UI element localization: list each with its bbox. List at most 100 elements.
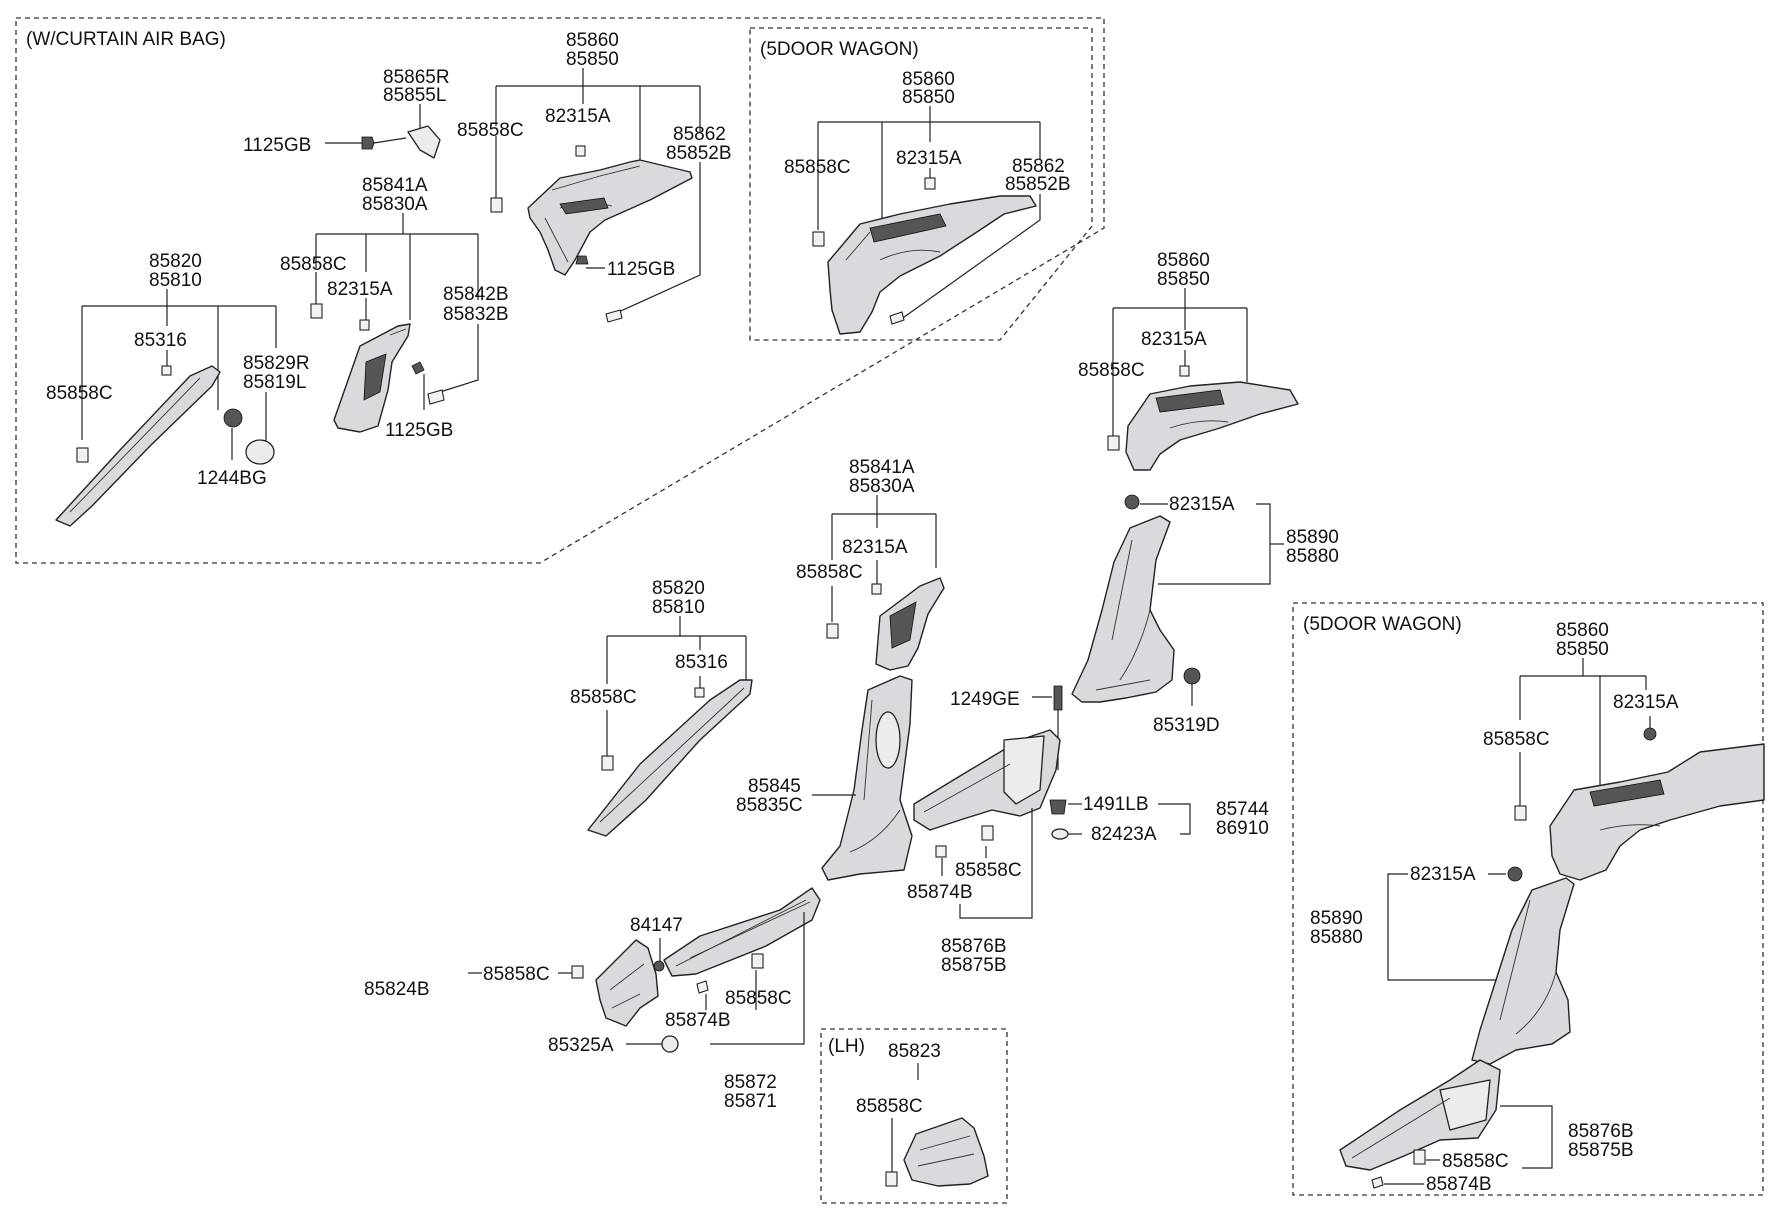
clip-m-85858C-e (571, 965, 584, 979)
label-ca-85819L: 85819L (243, 372, 306, 393)
leader-m-85820 (606, 616, 747, 684)
label-m-86910: 86910 (1216, 818, 1269, 839)
label-ca-85865R: 85865R (383, 67, 450, 88)
label-ca-85830A: 85830A (362, 194, 428, 215)
clip-lh-85858C (885, 1171, 898, 1187)
wagon-top-title: (5DOOR WAGON) (760, 39, 919, 60)
label-wt-85860: 85860 (902, 69, 955, 90)
label-lh-85858C: 85858C (856, 1096, 923, 1117)
label-ca-1244BG: 1244BG (197, 468, 267, 489)
label-m-85841A: 85841A (849, 457, 915, 478)
part-ca-85829R-cap (245, 439, 275, 465)
label-wr-85850: 85850 (1556, 639, 1609, 660)
leader-ca-85820 (81, 289, 277, 440)
label-m-85874B-b: 85874B (665, 1010, 731, 1031)
label-m-85824B: 85824B (364, 979, 430, 1000)
label-wr-82315A-b: 82315A (1410, 864, 1476, 885)
label-wr-85890: 85890 (1310, 908, 1363, 929)
label-wt-82315A: 82315A (896, 148, 962, 169)
curtain-airbag-frame (15, 17, 1105, 564)
label-m-85810: 85810 (652, 597, 705, 618)
clip-m-82315A-c (871, 583, 882, 595)
label-m-82315A-c: 82315A (842, 537, 908, 558)
label-m-85820: 85820 (652, 578, 705, 599)
label-wr-85876B: 85876B (1568, 1121, 1634, 1142)
label-wr-85858C-b: 85858C (1442, 1151, 1509, 1172)
clip-ca-85316 (161, 365, 172, 376)
label-m-85858C-b: 85858C (796, 562, 863, 583)
part-wr-c-pillar (1471, 877, 1575, 1065)
label-ca-85862: 85862 (673, 124, 726, 145)
clip-m-85858C-d (981, 825, 994, 841)
lh-title: (LH) (828, 1036, 865, 1057)
label-m-82315A-b: 82315A (1169, 494, 1235, 515)
label-ca-85860: 85860 (566, 30, 619, 51)
label-m-85744: 85744 (1216, 799, 1269, 820)
part-wt-rear-trim (827, 195, 1037, 335)
label-m-85880: 85880 (1286, 546, 1339, 567)
part-ca-b-pillar (333, 323, 411, 433)
label-ca-85820: 85820 (149, 251, 202, 272)
label-wr-85874B: 85874B (1426, 1174, 1492, 1195)
label-wt-85850: 85850 (902, 87, 955, 108)
part-m-rear-upper-trim (1125, 381, 1299, 471)
label-m-1249GE: 1249GE (950, 689, 1020, 710)
label-ca-85810: 85810 (149, 270, 202, 291)
label-ca-85858C-b: 85858C (280, 254, 347, 275)
label-m-85871: 85871 (724, 1091, 777, 1112)
label-wr-85858C-a: 85858C (1483, 729, 1550, 750)
clip-wr-85858C-a (1514, 805, 1527, 821)
clip-wt-82315A (924, 177, 936, 190)
label-ca-82315A-b: 82315A (327, 279, 393, 300)
clip-ca-85842B (427, 389, 445, 405)
leader-ca-85862 (611, 162, 701, 316)
part-m-b-pillar-upper (875, 577, 945, 671)
clip-m-82315A-b (1124, 494, 1140, 510)
clip-ca-82315A-a (575, 145, 586, 157)
label-m-85845: 85845 (748, 776, 801, 797)
label-m-85830A: 85830A (849, 476, 915, 497)
clip-ca-85858C-b (310, 303, 323, 319)
part-m-b-pillar-lower (821, 675, 913, 881)
leader-m-85860 (1112, 288, 1248, 436)
leader-wt-85860 (817, 106, 1041, 230)
clip-m-85858C-a (1107, 435, 1120, 451)
screw-ca-1125GB-a-mid (575, 255, 589, 265)
part-ca-a-pillar (55, 365, 221, 527)
label-ca-85855L: 85855L (383, 85, 446, 106)
clip-m-85858C-b (826, 623, 839, 639)
part-wr-rear-trim (1549, 743, 1765, 881)
part-m-85319D (1183, 667, 1201, 685)
label-m-85319D: 85319D (1153, 715, 1220, 736)
part-ca-bracket (407, 125, 441, 159)
label-ca-82315A-a: 82315A (545, 106, 611, 127)
label-m-84147: 84147 (630, 915, 683, 936)
label-m-85325A: 85325A (548, 1035, 614, 1056)
leader-ca-85860 (495, 68, 701, 160)
label-wt-85858C: 85858C (784, 157, 851, 178)
clip-m-85858C-f (751, 953, 764, 969)
label-m-85876B: 85876B (941, 936, 1007, 957)
clip-ca-rear-bottom (605, 309, 623, 323)
label-ca-85842B: 85842B (443, 284, 509, 305)
clip-m-85874B-a (935, 845, 947, 858)
clip-ca-85858C-c (76, 447, 89, 463)
leader-ca-85841A (315, 213, 479, 320)
clip-wr-82315A-b (1507, 866, 1523, 882)
label-wr-85860: 85860 (1556, 620, 1609, 641)
label-m-85858C-d: 85858C (955, 860, 1022, 881)
label-m-85316: 85316 (675, 652, 728, 673)
label-wt-85862: 85862 (1012, 156, 1065, 177)
label-wr-85875B: 85875B (1568, 1140, 1634, 1161)
part-m-84147 (653, 960, 665, 972)
label-ca-85316: 85316 (134, 330, 187, 351)
label-m-1491LB: 1491LB (1083, 794, 1149, 815)
clip-ca-82315A-b (359, 319, 370, 331)
label-m-85835C: 85835C (736, 795, 803, 816)
wagon-right-frame (1292, 602, 1764, 1196)
part-m-82423A (1051, 828, 1069, 840)
label-m-85858C-a: 85858C (1078, 360, 1145, 381)
label-m-85860: 85860 (1157, 250, 1210, 271)
label-lh-85823: 85823 (888, 1041, 941, 1062)
